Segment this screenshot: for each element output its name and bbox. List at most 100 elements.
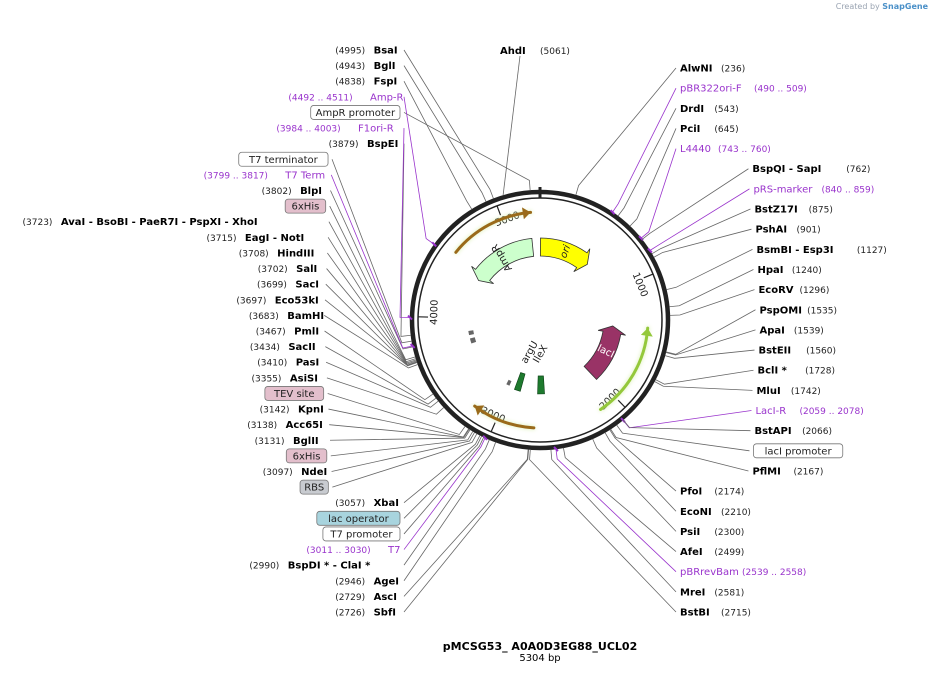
site-position: (3410): [257, 359, 287, 369]
site-position: (1742): [791, 387, 821, 397]
site-name: SalI: [296, 264, 317, 275]
enzyme-label-bspdi-clai: BspDI * - ClaI *(2990): [249, 561, 371, 572]
label-leader-line: [665, 309, 756, 355]
site-name: AlwNI: [680, 64, 713, 75]
enzyme-label-kpni: KpnI(3142): [260, 405, 324, 416]
enzyme-label-bstapi: BstAPI(2066): [754, 426, 832, 437]
enzyme-label-eco53ki: Eco53kI(3697): [236, 295, 318, 306]
site-name: BspEI: [367, 139, 398, 150]
enzyme-label-afei: AfeI(2499): [680, 547, 744, 558]
enzyme-label-saci: SacI(3699): [257, 280, 319, 291]
site-position: (1240): [792, 266, 822, 276]
site-position: (3708): [239, 249, 269, 259]
site-position: (2729): [335, 593, 365, 603]
enzyme-label-mrei: MreI(2581): [680, 587, 744, 598]
site-position: (5061): [540, 47, 570, 57]
primer-site-mark: [553, 446, 559, 452]
label-leader-line: [610, 428, 749, 472]
site-name: BstEII: [758, 346, 791, 357]
label-leader-line: [655, 369, 754, 385]
site-position: (3702): [258, 265, 288, 275]
enzyme-label-sbfi: SbfI(2726): [335, 608, 396, 619]
site-name: MreI: [680, 587, 705, 598]
label-leader-line: [400, 143, 411, 337]
ring-tick: [490, 422, 496, 433]
site-position: (2946): [335, 577, 365, 587]
feature-arc-small: [506, 379, 512, 386]
site-name: DrdI: [680, 104, 704, 115]
label-leader-line: [325, 283, 418, 366]
label-leader-line: [330, 190, 413, 350]
label-leader-line: [403, 437, 485, 535]
site-position: (3434): [250, 343, 280, 353]
feature-ilex: [537, 375, 545, 395]
feature-ampr: [471, 237, 535, 284]
site-name: BspQI - SapI: [752, 164, 821, 175]
site-name: F1ori-R: [358, 124, 394, 135]
site-name: ApaI: [760, 325, 785, 336]
enzyme-label-bamhi: BamHI(3683): [249, 311, 324, 322]
feature-box-rect: [284, 198, 327, 214]
site-position: (3138): [247, 421, 277, 431]
site-name: PmlI: [294, 327, 319, 338]
site-position: (901): [796, 226, 820, 236]
label-leader-line: [403, 449, 529, 597]
label-leader-line: [331, 159, 412, 344]
site-position: (3799 .. 3817): [204, 171, 268, 181]
ring-tick-label: 4000: [429, 299, 441, 325]
enzyme-label-bstbi: BstBI(2715): [680, 608, 751, 619]
site-name: LacI-R: [755, 406, 786, 417]
label-leader-line: [326, 268, 418, 366]
enzyme-label-sali: SalI (3702): [258, 264, 318, 275]
enzyme-label-agei: AgeI(2946): [335, 576, 399, 587]
site-name: L4440: [680, 144, 711, 155]
site-name: BstAPI: [754, 426, 791, 437]
label-leader-line: [612, 87, 677, 213]
feature-box-text: RBS: [304, 483, 324, 494]
site-position: (4492 .. 4511): [288, 93, 352, 103]
site-name: EcoRV: [758, 285, 793, 296]
primer-label-l4440: L4440(743 .. 760): [680, 144, 771, 155]
primer-label-prs-marker: pRS-marker(840 .. 859): [753, 184, 874, 195]
site-name: BglII: [293, 436, 319, 447]
label-leader-line: [403, 439, 490, 566]
site-name: PflMI: [752, 466, 780, 477]
feature-arc-small: [469, 337, 477, 344]
label-leader-line: [563, 447, 677, 552]
site-name: PasI: [296, 358, 319, 369]
label-leader-line: [651, 208, 751, 255]
label-leader-line: [330, 431, 474, 457]
snapgene-brand: SnapGene: [882, 2, 928, 11]
label-leader-line: [403, 49, 494, 199]
label-leader-line: [666, 248, 753, 291]
site-position: (3057): [335, 499, 365, 509]
label-leader-line: [575, 67, 677, 196]
site-name: BglI: [374, 61, 396, 72]
site-position: (543): [714, 105, 738, 115]
site-name: T7: [387, 545, 400, 556]
site-position: (3984 .. 4003): [276, 125, 340, 135]
site-name: PfoI: [680, 487, 702, 498]
label-leader-line: [669, 269, 754, 308]
feature-label-ori: ori: [558, 244, 573, 260]
enzyme-label-mlui: MluI(1742): [756, 386, 820, 397]
site-position: (4943): [335, 62, 365, 72]
label-leader-line: [653, 228, 752, 258]
site-name: T7 Term: [284, 170, 325, 181]
site-position: (1539): [794, 326, 824, 336]
enzyme-label-alwni: AlwNI(236): [680, 64, 745, 75]
enzyme-label-bcli: BclI *(1728): [757, 366, 835, 377]
site-position: (3142): [260, 406, 290, 416]
site-position: (2210): [721, 508, 751, 518]
site-name: BsmBI - Esp3I: [756, 245, 833, 256]
site-position: (2499): [714, 548, 744, 558]
feature-box-t7-terminator: T7 terminator: [238, 151, 329, 167]
feature-box-text: lac operator: [328, 514, 389, 525]
site-position: (4838): [335, 78, 365, 88]
label-leader-line: [327, 393, 466, 435]
site-position: (2300): [714, 528, 744, 538]
primer-site-mark: [647, 247, 653, 254]
enzyme-label-hpai: HpaI(1240): [757, 265, 821, 276]
label-leader-line: [328, 408, 470, 438]
enzyme-label-pmli: PmlI(3467): [256, 327, 319, 338]
